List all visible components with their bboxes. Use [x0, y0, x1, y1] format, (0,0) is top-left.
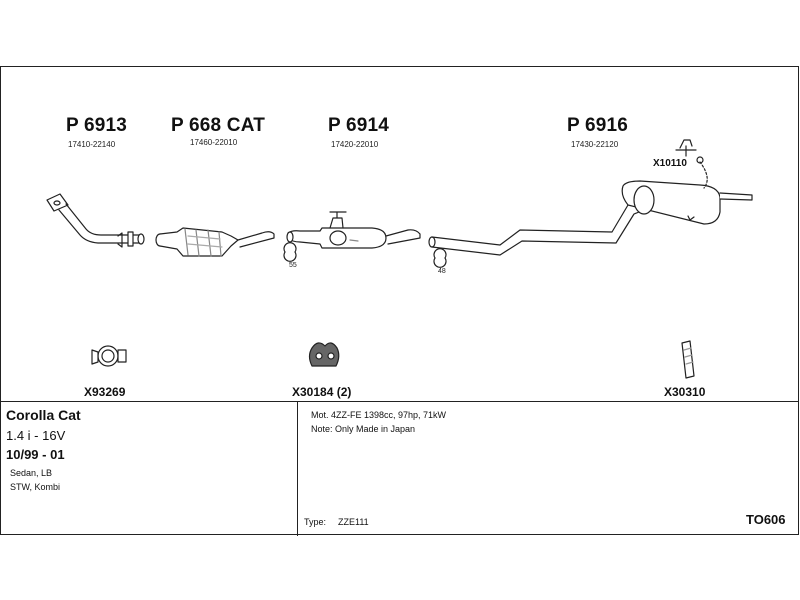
- vehicle-body-type-1: Sedan, LB: [10, 468, 53, 478]
- vehicle-years: 10/99 - 01: [6, 447, 65, 462]
- oem-number-p6916: 17430-22120: [571, 140, 619, 149]
- diagram-sheet: [0, 66, 799, 536]
- hanger-code-x10110[interactable]: X10110: [653, 158, 687, 169]
- rear-silencer-part[interactable]: [428, 139, 753, 268]
- bolt-icon[interactable]: [681, 340, 695, 379]
- oem-number-p6913: 17410-22140: [68, 140, 116, 149]
- engine-note: Mot. 4ZZ-FE 1398cc, 97hp, 71kW: [311, 410, 447, 420]
- front-pipe-part[interactable]: [46, 193, 145, 248]
- accessory-code-x93269[interactable]: X93269: [84, 385, 126, 399]
- origin-note: Note: Only Made in Japan: [311, 424, 416, 434]
- vehicle-body-type-2: STW, Kombi: [10, 482, 61, 492]
- oem-number-p6914: 17420-22010: [331, 140, 379, 149]
- accessory-code-x30310[interactable]: X30310: [664, 385, 706, 399]
- type-value: ZZE111: [338, 517, 369, 527]
- vehicle-engine: 1.4 i - 16V: [6, 428, 66, 443]
- clamp-icon[interactable]: [91, 345, 127, 367]
- divider-horizontal: [1, 401, 798, 402]
- clamp-size-48: 48: [438, 268, 446, 275]
- clamp-size-55: 55: [289, 262, 297, 269]
- part-number-p668cat[interactable]: P 668 CAT: [171, 115, 266, 136]
- divider-vertical: [297, 401, 298, 536]
- middle-silencer-part[interactable]: [283, 211, 421, 262]
- part-number-p6913[interactable]: P 6913: [66, 115, 128, 136]
- part-number-p6914[interactable]: P 6914: [328, 115, 390, 136]
- type-label: Type:: [304, 517, 327, 527]
- accessory-code-x30184[interactable]: X30184 (2): [292, 385, 352, 399]
- part-number-p6916[interactable]: P 6916: [567, 115, 629, 136]
- catalytic-converter-part[interactable]: [155, 227, 275, 257]
- oem-number-p668cat: 17460-22010: [190, 138, 238, 147]
- diagram-code: TO606: [746, 512, 786, 527]
- rubber-mount-icon[interactable]: [308, 342, 340, 367]
- vehicle-model: Corolla Cat: [6, 407, 81, 423]
